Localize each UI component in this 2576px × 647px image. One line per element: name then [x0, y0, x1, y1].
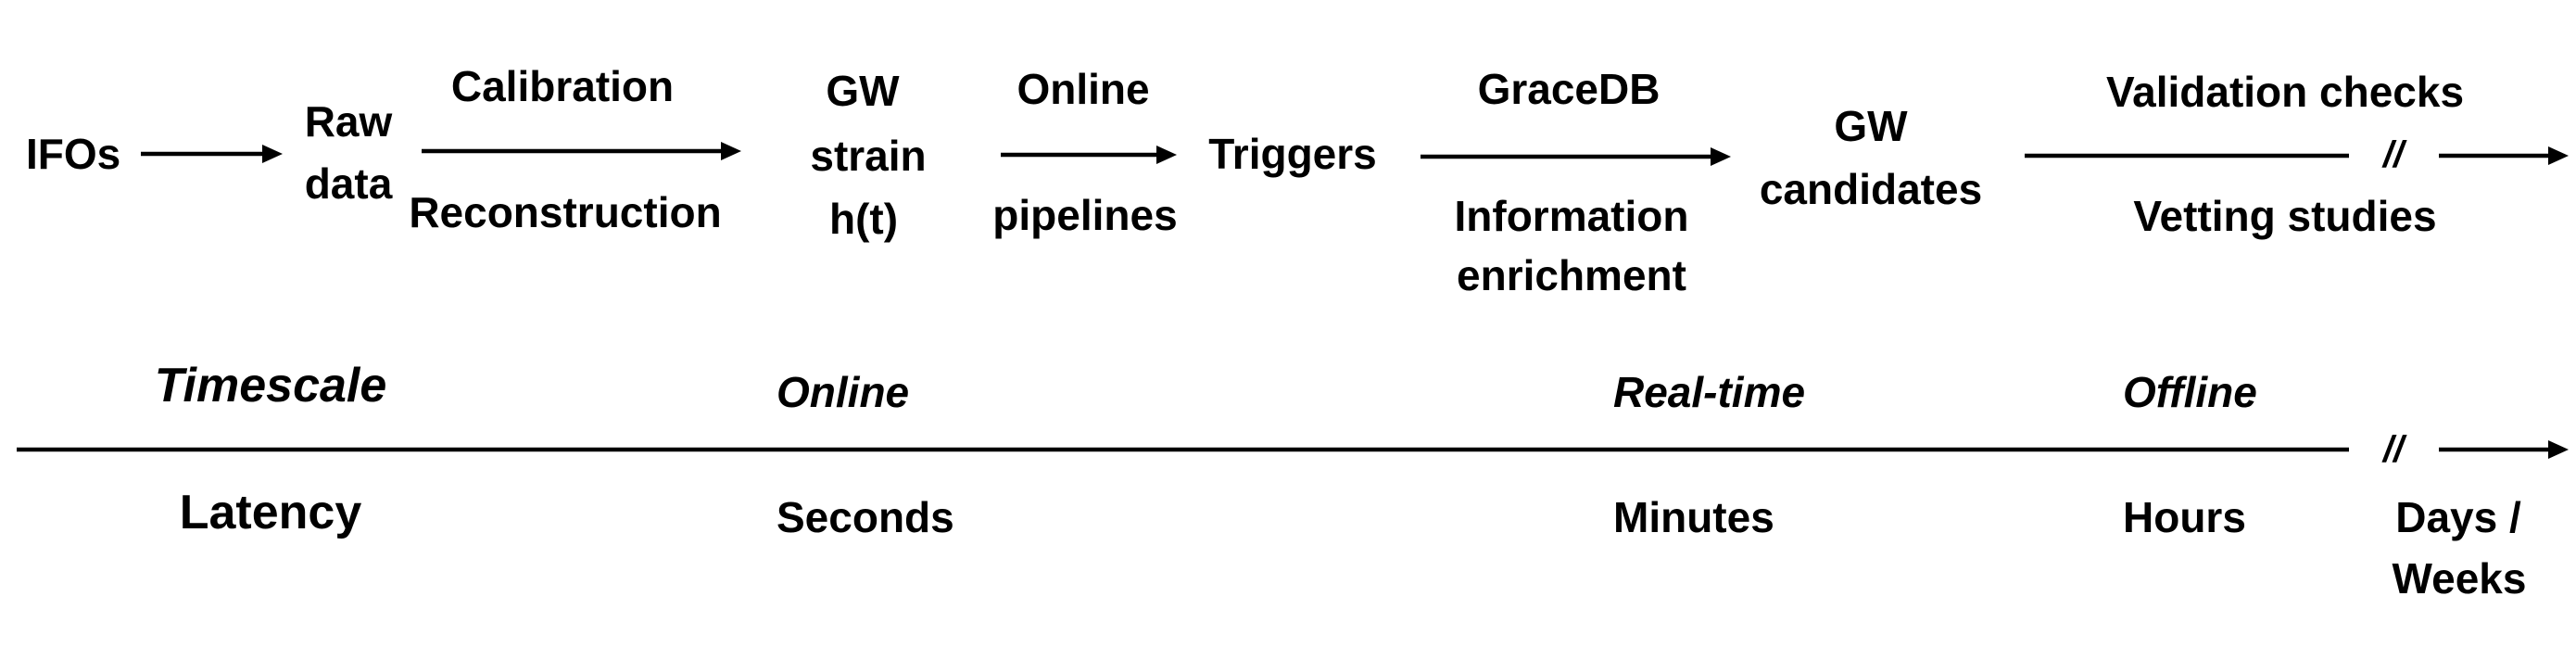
arrow-strain-to-triggers	[1001, 146, 1177, 164]
triggers-label: Triggers	[1208, 130, 1377, 178]
arrow-triggers-to-candidates	[1421, 147, 1731, 166]
gw-strain-label-1: GW	[826, 67, 900, 115]
timescale-heading: Timescale	[155, 359, 387, 412]
timescale-real-time: Real-time	[1613, 368, 1805, 416]
gw-candidates-label-2: candidates	[1760, 165, 1982, 213]
raw-data-label-1: Raw	[305, 97, 393, 146]
axis-break-mark-bottom: //	[2381, 429, 2407, 470]
arrow-raw-to-strain	[422, 142, 741, 160]
timescale-online: Online	[777, 368, 909, 416]
gw-strain-label-2: strain	[810, 132, 926, 180]
raw-data-label-2: data	[305, 159, 393, 208]
vetting-studies-label: Vetting studies	[2133, 192, 2436, 240]
latency-heading: Latency	[180, 486, 362, 539]
online-pipelines-label-2: pipelines	[992, 191, 1177, 239]
gw-candidates-label-1: GW	[1834, 102, 1908, 150]
gracedb-label: GraceDB	[1478, 65, 1661, 113]
latency-minutes: Minutes	[1613, 493, 1774, 541]
timescale-offline: Offline	[2123, 368, 2257, 416]
latency-hours: Hours	[2123, 493, 2246, 541]
reconstruction-label: Reconstruction	[409, 188, 721, 236]
validation-checks-label: Validation checks	[2106, 68, 2464, 116]
online-pipelines-label-1: Online	[1017, 65, 1149, 113]
latency-days-weeks-1: Days /	[2395, 493, 2521, 541]
timeline-axis	[17, 440, 2569, 459]
axis-break-mark-top: //	[2381, 134, 2407, 175]
arrow-ifos-to-raw	[141, 145, 283, 163]
ifos-label: IFOs	[26, 130, 120, 178]
arrow-candidates-to-offline	[2025, 146, 2569, 165]
calibration-label: Calibration	[451, 62, 674, 110]
latency-seconds: Seconds	[777, 493, 954, 541]
information-enrichment-label-1: Information	[1455, 192, 1689, 240]
latency-days-weeks-2: Weeks	[2393, 554, 2527, 603]
information-enrichment-label-2: enrichment	[1457, 251, 1686, 299]
gw-strain-label-3: h(t)	[829, 195, 898, 243]
